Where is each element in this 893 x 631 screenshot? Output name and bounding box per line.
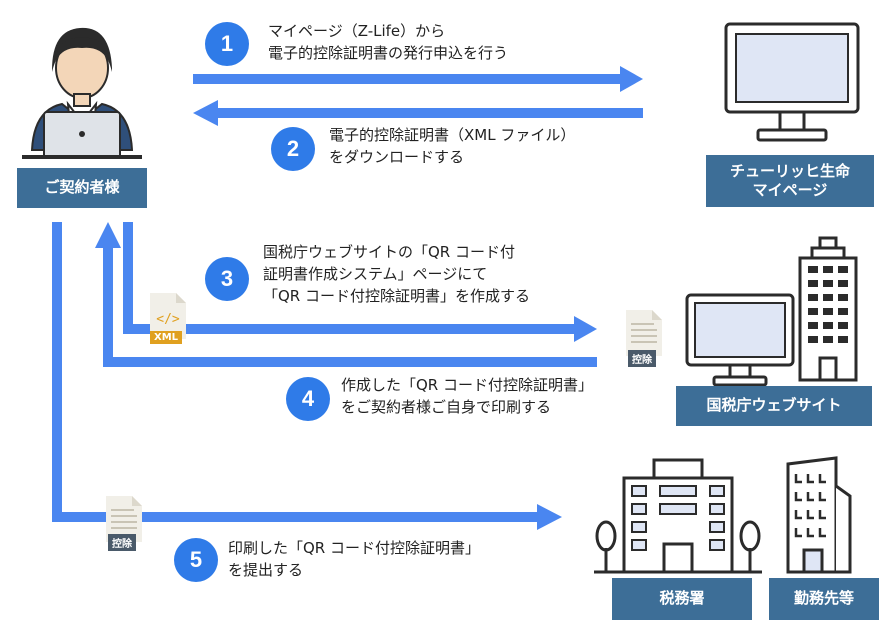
monitor-icon [724,22,860,142]
step-5-text: 印刷した「QR コード付控除証明書」 を提出する [228,539,480,579]
svg-text:</>: </> [156,312,180,327]
workplace-building-icon [786,456,852,574]
step-4-number: 4 [286,377,330,421]
person-icon [22,27,142,159]
node-workplace: 勤務先等 [769,578,879,620]
xml-file-icon: </> XML [148,291,188,347]
kojo-tag: 控除 [108,534,136,551]
kojo-doc-icon-print: 控除 [104,494,146,552]
kojo-tag: 控除 [628,350,656,367]
step-5-number: 5 [174,538,218,582]
tax-office-building-icon [594,458,762,574]
office-building-icon [798,236,858,382]
node-mypage: チューリッヒ生命 マイページ [706,155,874,207]
step-1-text: マイページ（Z-Life）から 電子的控除証明書の発行申込を行う [268,22,509,62]
node-tax-office: 税務署 [612,578,752,620]
step-2-number: 2 [271,127,315,171]
step-3-number: 3 [205,257,249,301]
node-user: ご契約者様 [17,168,147,208]
node-nta: 国税庁ウェブサイト [676,386,872,426]
kojo-doc-icon-nta: 控除 [624,308,666,367]
monitor-icon-nta [685,293,795,387]
step-4-text: 作成した「QR コード付控除証明書」 をご契約者様ご自身で印刷する [341,376,593,416]
xml-tag: XML [150,331,183,344]
step-3-text: 国税庁ウェブサイトの「QR コード付 証明書作成システム」ページにて 「QR コ… [263,243,530,305]
step-1-number: 1 [205,22,249,66]
step-2-text: 電子的控除証明書（XML ファイル） をダウンロードする [329,126,576,166]
